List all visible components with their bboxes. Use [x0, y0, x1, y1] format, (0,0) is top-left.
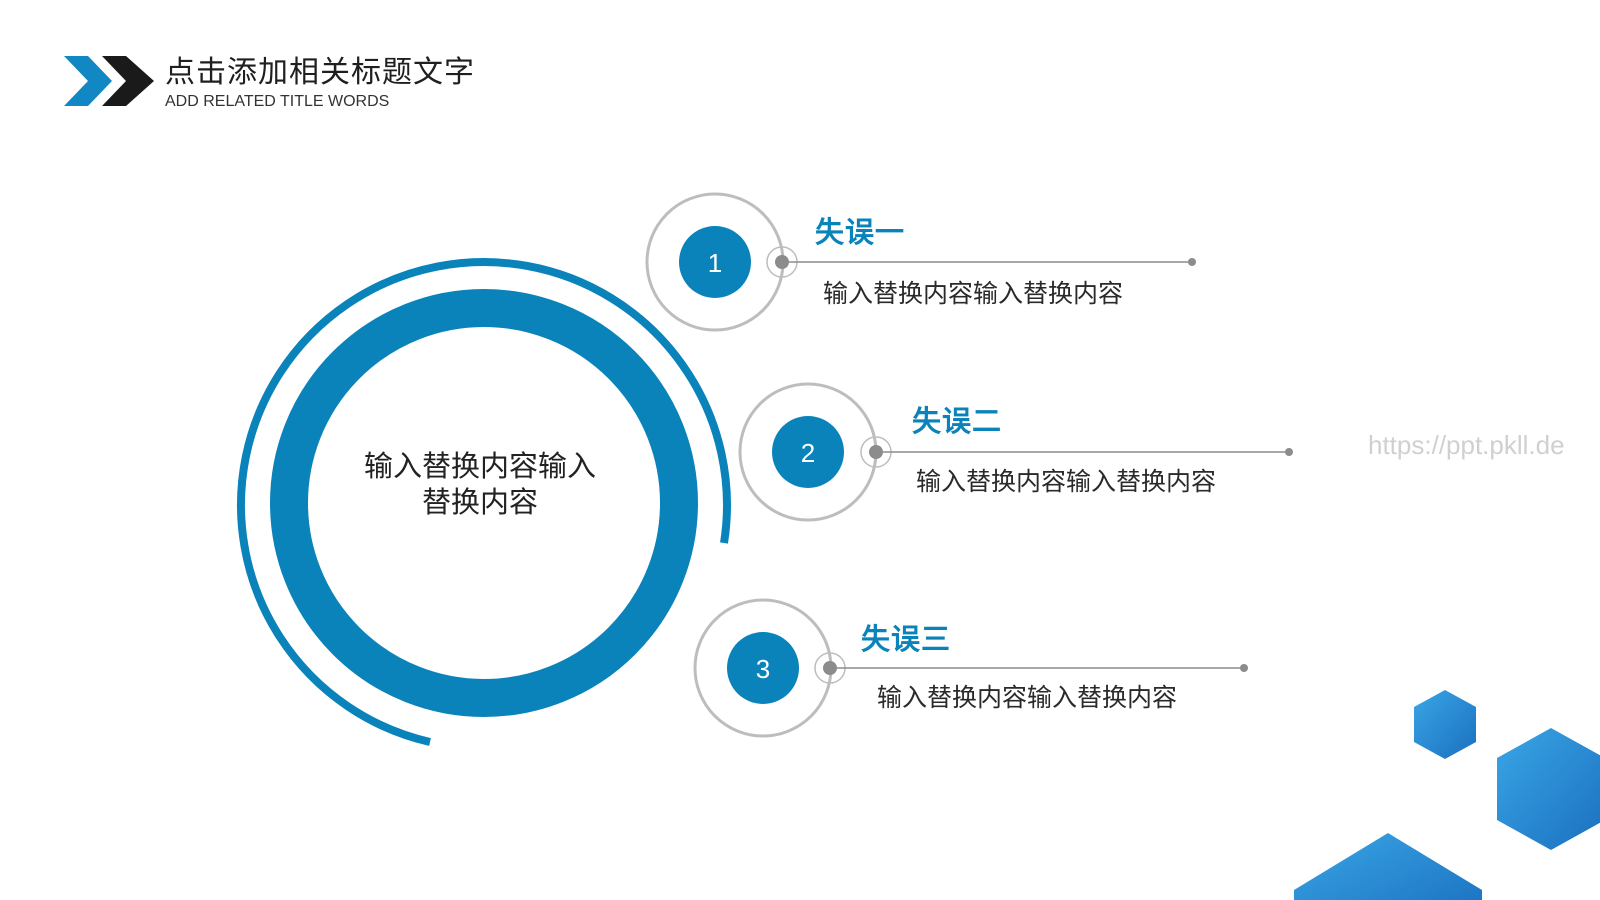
center-text-line-1: 输入替换内容输入 — [363, 449, 596, 483]
step-2-marker: 2 — [738, 382, 1293, 522]
step-2-title: 失误二 — [912, 404, 1003, 438]
step-3-description: 输入替换内容输入替换内容 — [877, 683, 1178, 712]
center-text-line-2: 替换内容 — [421, 485, 538, 519]
step-1-marker: 1 — [645, 192, 1196, 332]
small-hexagon — [1414, 690, 1476, 759]
center-text: 输入替换内容输入 替换内容 — [340, 448, 620, 520]
step-1-title: 失误一 — [815, 215, 906, 249]
step-2-description: 输入替换内容输入替换内容 — [916, 467, 1217, 496]
step-1-number: 1 — [708, 248, 722, 278]
step-3-marker: 3 — [693, 598, 1248, 738]
step-3-number: 3 — [756, 654, 770, 684]
watermark: https://ppt.pkll.de — [1368, 430, 1565, 460]
step-2-number: 2 — [801, 438, 815, 468]
main-ring — [270, 289, 698, 717]
step-1-description: 输入替换内容输入替换内容 — [823, 279, 1124, 308]
bottom-hexagon — [1294, 833, 1482, 900]
step-3-title: 失误三 — [861, 622, 952, 656]
large-hexagon — [1497, 728, 1600, 850]
page-title: 点击添加相关标题文字 — [165, 55, 475, 90]
hexagon-decoration — [1294, 690, 1600, 900]
outer-arc — [236, 258, 731, 746]
chevron-logo-icon — [64, 56, 154, 106]
page-subtitle: ADD RELATED TITLE WORDS — [165, 93, 390, 110]
